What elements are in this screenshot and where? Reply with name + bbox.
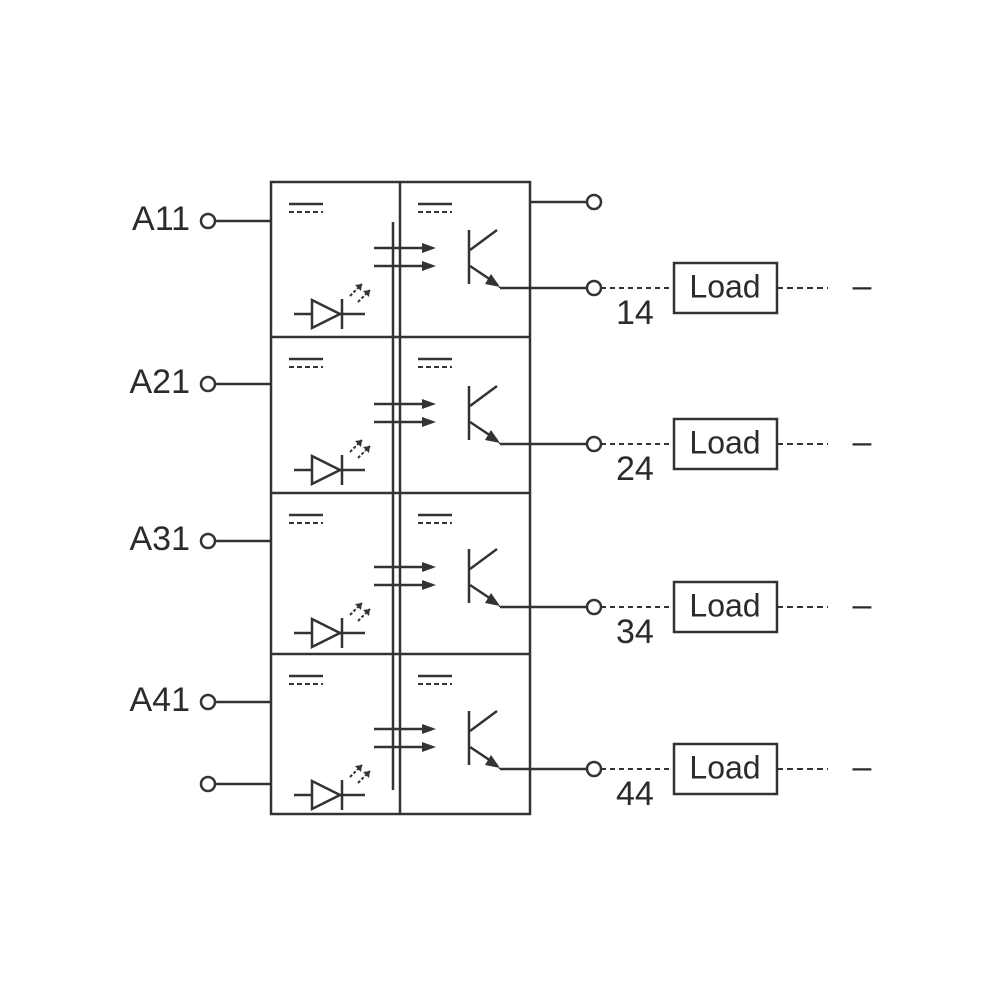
led-diode-icon [294,297,365,331]
input-terminal-icon [199,375,217,393]
load-label: Load [689,749,760,785]
channel-1: A11 14 Load – [132,200,872,332]
input-terminal-icon [199,212,217,230]
channel-4: A41 44 Load – [130,674,872,813]
dc-symbol-icon [289,674,323,685]
transistor-icon [467,709,502,769]
led-diode-icon [294,453,365,487]
channel-3: A31 34 Load – [130,513,872,651]
led-diode-icon [294,778,365,812]
common-ground-terminal-icon [199,775,217,793]
light-emission-arrows-icon [349,764,371,784]
trailing-mark: – [853,267,872,305]
output-label: 44 [616,775,654,813]
load-box [672,580,779,634]
optical-coupling-arrows-icon [374,243,436,271]
input-label: A21 [130,363,191,401]
dc-symbol-icon [418,674,452,685]
dc-symbol-icon [418,202,452,213]
dc-symbol-icon [289,513,323,524]
transistor-icon [467,384,502,444]
output-label: 14 [616,294,654,332]
optical-coupling-arrows-icon [374,562,436,590]
load-box [672,742,779,796]
optical-coupling-arrows-icon [374,399,436,427]
light-emission-arrows-icon [349,283,371,303]
output-terminal-icon [585,760,603,778]
light-emission-arrows-icon [349,439,371,459]
optical-coupling-arrows-icon [374,724,436,752]
transistor-icon [467,228,502,288]
output-label: 34 [616,613,654,651]
input-label: A41 [130,681,191,719]
trailing-mark: – [853,748,872,786]
output-label: 24 [616,450,654,488]
input-terminal-icon [199,532,217,550]
load-label: Load [689,587,760,623]
load-box [672,261,779,315]
module-frame [199,180,603,816]
input-label: A11 [132,200,190,238]
dc-symbol-icon [418,357,452,368]
input-label: A31 [130,520,191,558]
common-supply-terminal-icon [585,193,603,211]
load-label: Load [689,268,760,304]
load-box [672,417,779,471]
output-terminal-icon [585,435,603,453]
light-emission-arrows-icon [349,602,371,622]
load-label: Load [689,424,760,460]
input-terminal-icon [199,693,217,711]
trailing-mark: – [853,423,872,461]
led-diode-icon [294,616,365,650]
dc-symbol-icon [289,202,323,213]
output-terminal-icon [585,598,603,616]
channel-2: A21 24 Load – [130,357,872,488]
dc-symbol-icon [418,513,452,524]
output-terminal-icon [585,279,603,297]
trailing-mark: – [853,586,872,624]
dc-symbol-icon [289,357,323,368]
transistor-icon [467,547,502,607]
